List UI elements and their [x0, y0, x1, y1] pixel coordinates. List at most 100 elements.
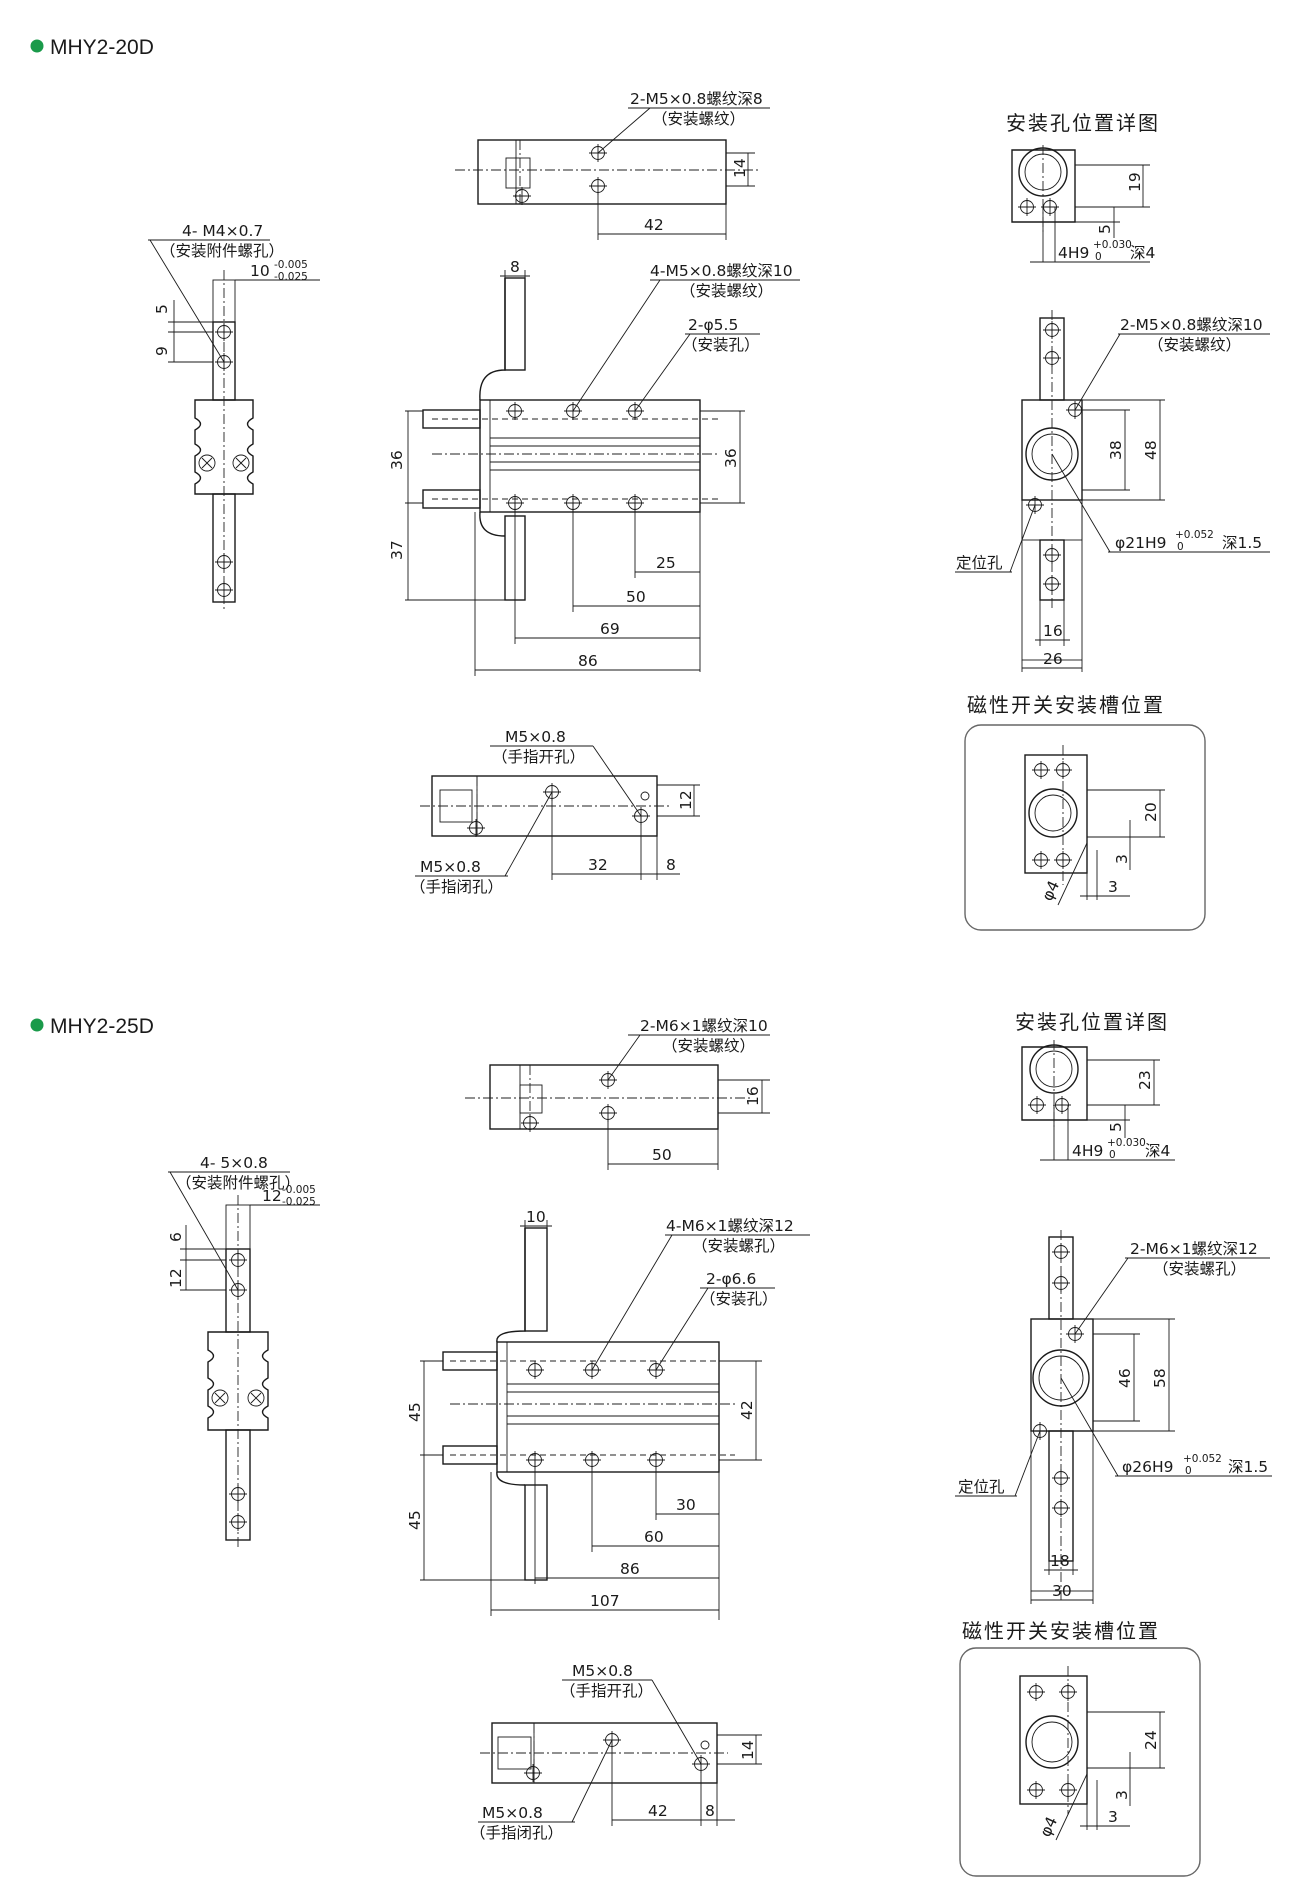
end-bore-lower: 0: [1177, 541, 1184, 553]
end-height2-dim: 58: [1151, 1368, 1169, 1388]
front-finger-dim: 8: [510, 258, 520, 276]
front-height-left: 36: [388, 450, 406, 470]
mount-detail-view: 安装孔位置详图 23 5 4H9 +0.030 0 深4: [1015, 1010, 1175, 1161]
end-bore-base: φ26H9: [1122, 1458, 1173, 1476]
end-bore-base: φ21H9: [1115, 534, 1166, 552]
side-view: 4- 5×0.8 （安装附件螺孔） 12 -0.005 -0.025 6 12: [167, 1154, 320, 1550]
slot-dim-b: 3: [1108, 1808, 1118, 1826]
detail-title: 安装孔位置详图: [1006, 111, 1160, 135]
detail-title: 安装孔位置详图: [1015, 1010, 1169, 1034]
end-height2-dim: 48: [1142, 440, 1160, 460]
bottom-open-note: （手指开孔）: [560, 1682, 653, 1700]
end-bore-depth: 深1.5: [1228, 1458, 1268, 1476]
end-thread-label: 2-M5×0.8螺纹深10: [1120, 316, 1263, 334]
top-height-dim: 16: [744, 1086, 762, 1106]
bottom-open-label: M5×0.8: [505, 728, 566, 746]
side-view: 4- M4×0.7 （安装附件螺孔） 10 -0.005 -0.025 5 9: [148, 222, 320, 612]
side-thread-note: （安装附件螺孔）: [176, 1174, 300, 1192]
bottom-height-dim: 14: [739, 1740, 757, 1760]
front-dim-1: 25: [656, 554, 676, 572]
top-thread-note: （安装螺纹）: [652, 110, 745, 128]
front-height-right: 42: [738, 1400, 756, 1420]
front-dim-1: 30: [676, 1496, 696, 1514]
end-height1-dim: 38: [1107, 440, 1125, 460]
slot-dim-a: 3: [1113, 1790, 1131, 1800]
bottom-width2-dim: 8: [666, 856, 676, 874]
bottom-width2-dim: 8: [705, 1802, 715, 1820]
detail-key-upper: +0.030: [1093, 239, 1132, 251]
end-height1-dim: 46: [1116, 1368, 1134, 1388]
front-dim-3: 69: [600, 620, 620, 638]
front-dim-4: 86: [578, 652, 598, 670]
top-thread-label: 2-M6×1螺纹深10: [640, 1017, 768, 1035]
side-tol-base: 12: [262, 1187, 282, 1205]
detail-key-depth: 深4: [1130, 244, 1155, 262]
front-dim-2: 60: [644, 1528, 664, 1546]
top-view: 2-M5×0.8螺纹深8 （安装螺纹） 42 14: [455, 90, 770, 240]
bottom-height-dim: 12: [677, 790, 695, 810]
front-hole-label: 2-φ6.6: [706, 1270, 756, 1288]
detail-dim-a: 5: [1107, 1122, 1125, 1132]
detail-height-dim: 19: [1126, 172, 1144, 192]
detail-dim-a: 5: [1096, 224, 1114, 234]
end-width1-dim: 18: [1050, 1552, 1070, 1570]
slot-dim-a: 3: [1113, 854, 1131, 864]
end-width2-dim: 26: [1043, 650, 1063, 668]
front-view: 10 4-M6×1螺纹深12 （安装螺孔） 2-φ6.6 （安装孔） 45 45…: [406, 1208, 810, 1620]
side-dim-b: 12: [167, 1268, 185, 1288]
bottom-open-label: M5×0.8: [572, 1662, 633, 1680]
front-finger-dim: 10: [526, 1208, 546, 1226]
front-hole-note: （安装孔）: [700, 1290, 778, 1308]
bottom-width-dim: 42: [648, 1802, 668, 1820]
section-title: MHY2-25D: [50, 1015, 154, 1038]
side-dim-a: 5: [153, 304, 171, 314]
end-pin-label: 定位孔: [956, 554, 1003, 572]
bottom-close-note: （手指闭孔）: [470, 1824, 563, 1842]
front-thread-note: （安装螺孔）: [692, 1237, 785, 1255]
side-thread-label: 4- 5×0.8: [200, 1154, 268, 1172]
detail-key-depth: 深4: [1145, 1142, 1170, 1160]
detail-key-lower: 0: [1095, 251, 1102, 263]
front-height-right: 36: [722, 448, 740, 468]
bottom-open-note: （手指开孔）: [492, 748, 585, 766]
slot-phi-label: φ4: [1038, 878, 1063, 904]
section-title: MHY2-20D: [50, 36, 154, 59]
bottom-view: M5×0.8 （手指开孔） M5×0.8 （手指闭孔） 32 8 12: [410, 728, 700, 896]
section-bullet-icon: [30, 39, 44, 53]
end-thread-note: （安装螺纹）: [1148, 336, 1241, 354]
section-bullet-icon: [30, 1018, 44, 1032]
end-thread-note: （安装螺孔）: [1153, 1260, 1246, 1278]
slot-detail-panel: 磁性开关安装槽位置 20 3 3 φ4: [964, 693, 1206, 931]
end-view: 2-M6×1螺纹深12 （安装螺孔） 46 58 φ26H9 +0.052 0 …: [955, 1230, 1272, 1604]
front-view: 8 4-M5×0.8螺纹深10 （安装螺纹） 2-φ5.5 （安装孔） 36 3…: [388, 258, 800, 676]
bottom-close-label: M5×0.8: [482, 1804, 543, 1822]
front-height-low: 45: [406, 1510, 424, 1530]
slot-height-dim: 20: [1142, 802, 1160, 822]
front-height-low: 37: [388, 540, 406, 560]
slot-dim-b: 3: [1108, 878, 1118, 896]
front-dim-4: 107: [590, 1592, 620, 1610]
end-pin-label: 定位孔: [958, 1478, 1005, 1496]
end-width1-dim: 16: [1043, 622, 1063, 640]
bottom-width-dim: 32: [588, 856, 608, 874]
detail-key-base: 4H9: [1072, 1142, 1103, 1160]
front-thread-label: 4-M5×0.8螺纹深10: [650, 262, 793, 280]
side-tol-upper: -0.005: [282, 1184, 316, 1196]
slot-title: 磁性开关安装槽位置: [967, 693, 1165, 717]
end-width2-dim: 30: [1052, 1582, 1072, 1600]
top-thread-label: 2-M5×0.8螺纹深8: [630, 90, 763, 108]
section-mhy2-25d: MHY2-25D 2-M6×1螺纹深10 （安装螺纹） 50 16: [30, 1010, 1272, 1877]
front-hole-label: 2-φ5.5: [688, 316, 738, 334]
top-height-dim: 14: [731, 158, 749, 178]
detail-key-upper: +0.030: [1107, 1137, 1146, 1149]
bottom-view: M5×0.8 （手指开孔） M5×0.8 （手指闭孔） 42 8 14: [470, 1662, 762, 1842]
side-dim-a: 6: [167, 1232, 185, 1242]
bottom-close-label: M5×0.8: [420, 858, 481, 876]
front-thread-note: （安装螺纹）: [680, 282, 773, 300]
slot-phi-label: φ4: [1036, 1814, 1061, 1840]
end-bore-upper: +0.052: [1183, 1453, 1222, 1465]
top-width-dim: 42: [644, 216, 664, 234]
end-view: 2-M5×0.8螺纹深10 （安装螺纹） 38 48 φ21H9 +0.052 …: [955, 310, 1270, 672]
detail-key-base: 4H9: [1058, 244, 1089, 262]
